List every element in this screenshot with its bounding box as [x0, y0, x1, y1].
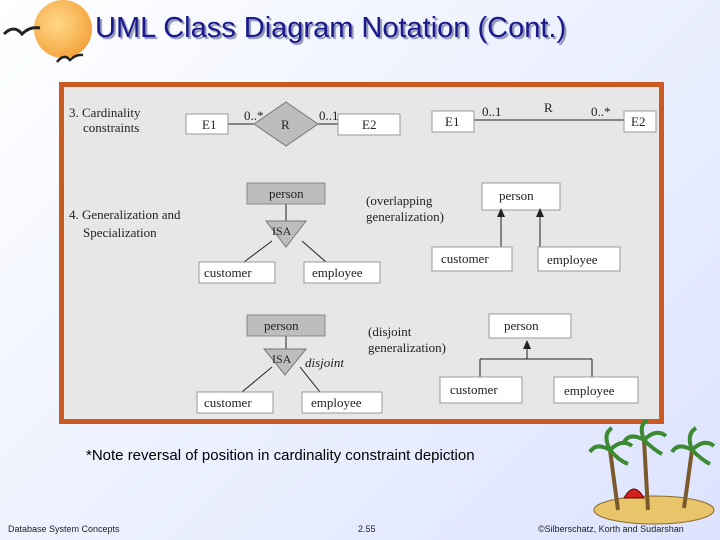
- relationship-diamond: [253, 101, 319, 147]
- uml-overlap-generalization: person customer employee: [431, 182, 621, 272]
- isa-label: ISA: [272, 352, 292, 366]
- uml-customer-label: customer: [441, 251, 489, 266]
- employee-entity-label: employee: [311, 395, 362, 410]
- disjoint-label: disjoint: [305, 355, 344, 370]
- entity-e2-label: E2: [362, 117, 376, 132]
- uml-customer-class: [431, 246, 513, 272]
- uml-cardinality-diagram: E1 0..1 R 0..* E2: [431, 100, 657, 133]
- isa-triangle: [262, 348, 308, 376]
- footer-copyright: ©Silberschatz, Korth and Sudarshan: [538, 524, 684, 534]
- uml-employee-label: employee: [564, 383, 615, 398]
- uml-left-cardinality: 0..1: [482, 104, 502, 119]
- uml-right-cardinality: 0..*: [591, 104, 611, 119]
- uml-class-e2: [623, 110, 657, 133]
- er-left-cardinality: 0..*: [244, 108, 264, 123]
- footer-course: Database System Concepts: [8, 524, 120, 534]
- palm-island-icon: [588, 420, 716, 525]
- section3-label-line2: constraints: [83, 120, 139, 135]
- customer-entity-label: customer: [204, 395, 252, 410]
- person-entity: [246, 314, 326, 337]
- uml-association-label: R: [544, 100, 553, 115]
- er-overlap-generalization: person ISA customer employee: [198, 182, 381, 284]
- employee-entity: [303, 261, 381, 284]
- uml-class-e1-label: E1: [445, 114, 459, 129]
- person-entity-label: person: [269, 186, 304, 201]
- er-cardinality-diagram: E1 R 0..* 0..1 E2: [185, 101, 401, 147]
- uml-class-e1: [431, 110, 475, 133]
- uml-person-class: [488, 313, 572, 339]
- uml-employee-class: [537, 246, 621, 272]
- employee-entity: [301, 391, 383, 414]
- relationship-r-label: R: [281, 117, 290, 132]
- section4-label-line1: 4. Generalization and: [69, 207, 181, 222]
- er-disjoint-generalization: person ISA disjoint customer employee: [196, 314, 383, 414]
- section3-label-line1: 3. Cardinality: [69, 105, 141, 120]
- notation-diagram: 3. Cardinality constraints E1 R 0..* 0..…: [69, 100, 657, 414]
- er-right-cardinality: 0..1: [319, 108, 339, 123]
- uml-class-e2-label: E2: [631, 114, 645, 129]
- slide-title: UML Class Diagram Notation (Cont.): [95, 12, 567, 44]
- employee-entity-label: employee: [312, 265, 363, 280]
- uml-person-class: [481, 182, 561, 211]
- customer-entity: [198, 261, 276, 284]
- bird-icon: [2, 26, 41, 37]
- uml-disjoint-generalization: person customer employee: [439, 313, 639, 404]
- entity-e1: [185, 113, 229, 135]
- entity-e1-label: E1: [202, 117, 216, 132]
- uml-person-label: person: [504, 318, 539, 333]
- diagram-frame: 3. Cardinality constraints E1 R 0..* 0..…: [59, 82, 664, 424]
- sun-decoration: [34, 0, 92, 58]
- uml-person-label: person: [499, 188, 534, 203]
- disjoint-caption-line2: generalization): [368, 340, 446, 355]
- uml-employee-label: employee: [547, 252, 598, 267]
- footer-slide-number: 2.55: [358, 524, 376, 534]
- isa-triangle: [264, 220, 308, 248]
- uml-employee-class: [553, 376, 639, 404]
- disjoint-caption-line1: (disjoint: [368, 324, 412, 339]
- cardinality-note: *Note reversal of position in cardinalit…: [86, 447, 475, 464]
- section4-label-line2: Specialization: [83, 225, 157, 240]
- isa-label: ISA: [272, 224, 292, 238]
- person-entity: [246, 182, 326, 205]
- entity-e2: [337, 113, 401, 136]
- bird-icon: [56, 53, 84, 63]
- customer-entity-label: customer: [204, 265, 252, 280]
- overlap-caption-line2: generalization): [366, 209, 444, 224]
- customer-entity: [196, 391, 274, 414]
- person-entity-label: person: [264, 318, 299, 333]
- uml-customer-class: [439, 376, 523, 404]
- uml-customer-label: customer: [450, 382, 498, 397]
- overlap-caption-line1: (overlapping: [366, 193, 433, 208]
